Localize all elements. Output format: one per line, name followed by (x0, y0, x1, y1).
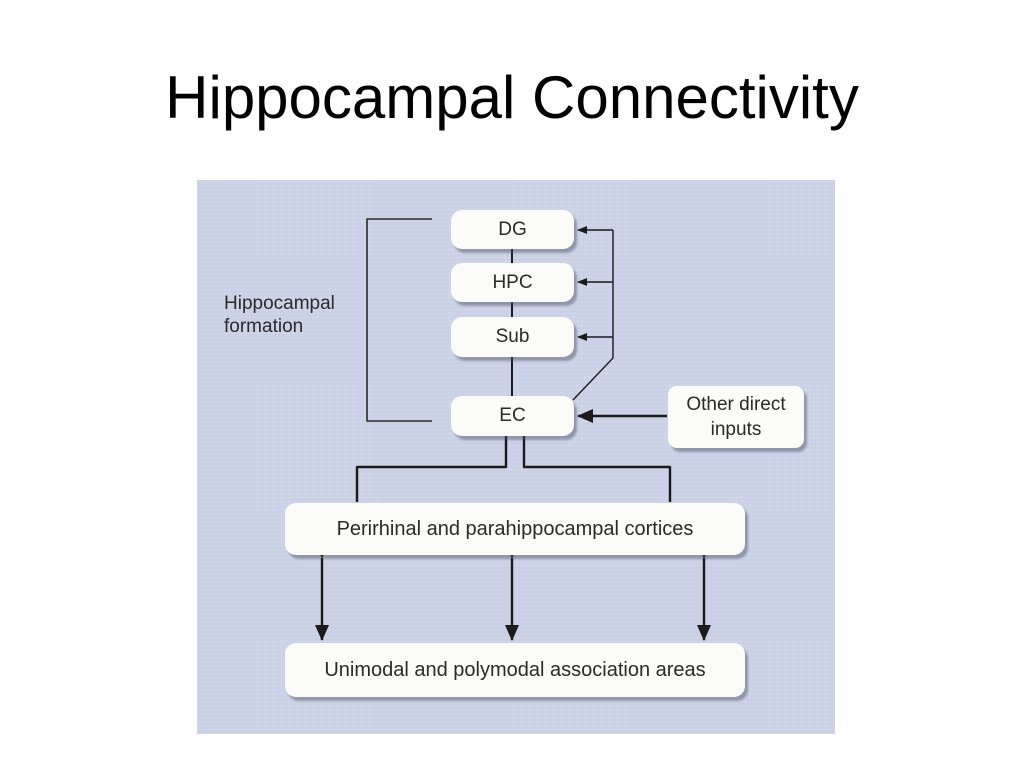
node-sub-label: Sub (495, 326, 530, 347)
edge-ec-feedback-trunk (572, 230, 614, 401)
diagram-connectors (315, 218, 711, 641)
node-other-inputs-line1: Other direct (686, 394, 786, 415)
node-other-direct-inputs: Other direct inputs (668, 386, 804, 448)
hippocampal-connectivity-diagram: Hippocampal formation DG HPC Sub EC Othe… (197, 180, 835, 734)
node-dg: DG (451, 210, 574, 249)
formation-label-line2: formation (224, 316, 304, 337)
node-ec: EC (451, 396, 574, 436)
node-ec-label: EC (499, 405, 526, 426)
node-hpc: HPC (451, 263, 574, 302)
edge-ec-to-perirhinal-right (522, 436, 672, 502)
node-perirhinal-label: Perirhinal and parahippocampal cortices (336, 517, 694, 540)
hippocampal-formation-label: Hippocampal formation (224, 292, 374, 338)
formation-label-line1: Hippocampal (224, 293, 335, 314)
node-association-areas: Unimodal and polymodal association areas (285, 643, 745, 697)
node-association-label: Unimodal and polymodal association areas (324, 658, 706, 681)
node-sub: Sub (451, 317, 574, 357)
node-hpc-label: HPC (492, 271, 533, 293)
edge-ec-to-perirhinal-left (355, 436, 508, 502)
node-dg-label: DG (498, 218, 527, 240)
slide-title: Hippocampal Connectivity (165, 64, 859, 131)
formation-bracket (366, 218, 432, 422)
node-perirhinal-parahippocampal: Perirhinal and parahippocampal cortices (285, 503, 745, 555)
node-other-inputs-line2: inputs (710, 419, 762, 440)
